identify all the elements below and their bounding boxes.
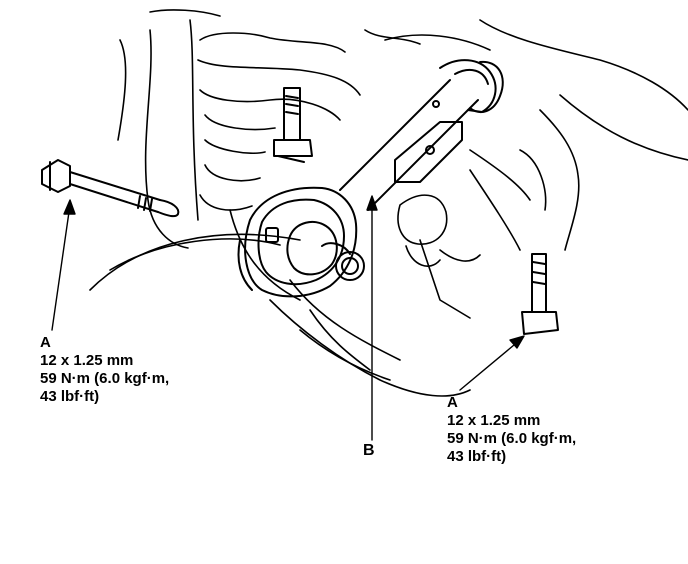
callout-letter: A (40, 334, 51, 351)
callout-letter: A (447, 394, 458, 411)
bolt-left (41, 159, 180, 218)
bushing-housing (237, 186, 365, 298)
control-arm (339, 59, 504, 211)
leader-arrows (51, 195, 525, 441)
bolt-right (521, 253, 559, 335)
callout-right: A 12 x 1.25 mm 59 N·m (6.0 kgf·m, 43 lbf… (447, 394, 576, 466)
spring-outline (117, 9, 421, 249)
torque-label: 59 N·m (6.0 kgf·m, (40, 370, 170, 387)
wheel-arcs (89, 209, 471, 397)
callout-left: A 12 x 1.25 mm 59 N·m (6.0 kgf·m, 43 lbf… (40, 334, 169, 406)
subframe-outline (384, 19, 688, 319)
bolt-top (273, 87, 313, 163)
bolt-size-label: 12 x 1.25 mm (40, 352, 134, 369)
bolt-size-label: 12 x 1.25 mm (447, 412, 541, 429)
callout-letter: B (363, 442, 375, 459)
torque-label-cont: 43 lbf·ft) (40, 388, 100, 405)
callout-b: B (363, 442, 375, 460)
torque-label-cont: 43 lbf·ft) (447, 448, 507, 465)
torque-label: 59 N·m (6.0 kgf·m, (447, 430, 577, 447)
